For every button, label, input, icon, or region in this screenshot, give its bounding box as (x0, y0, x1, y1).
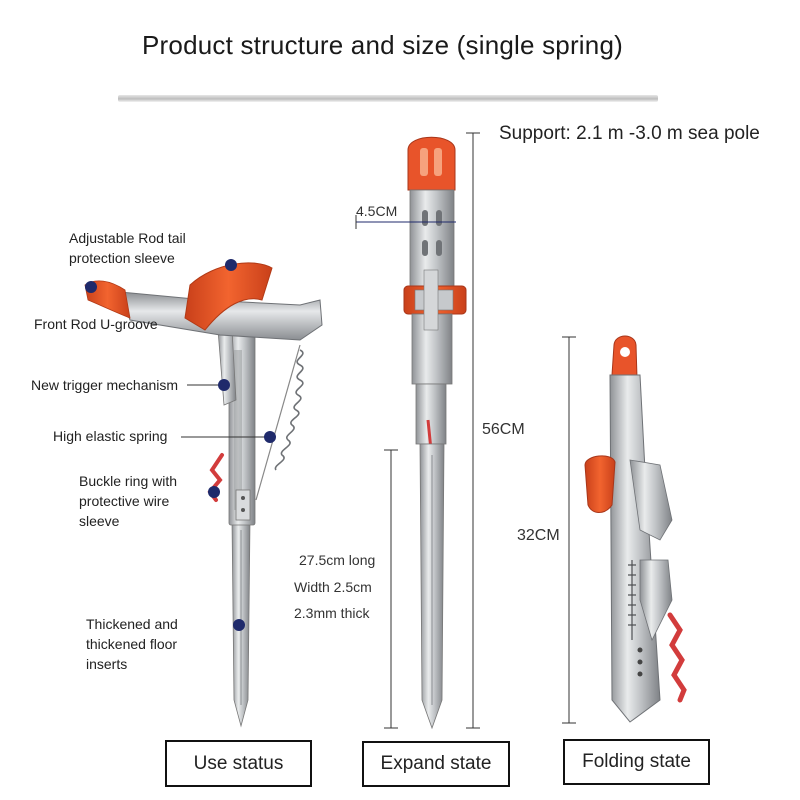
label-folding-state: Folding state (563, 739, 710, 785)
marker-trigger (218, 379, 230, 391)
callout-floor-line1: Thickened and (86, 616, 178, 632)
callout-rod-tail-line2: protection sleeve (69, 250, 175, 266)
callout-floor-line2: thickened floor (86, 636, 178, 652)
dim-stake-length: 27.5cm long (299, 552, 376, 568)
dim-length-folded: 32CM (517, 527, 560, 544)
marker-rod-tail (225, 259, 237, 271)
callout-rod-tail-sleeve: Adjustable Rod tail protection sleeve (69, 228, 186, 268)
dim-width-top: 4.5CM (356, 203, 398, 219)
callout-buckle-line3: sleeve (79, 513, 120, 529)
callout-floor-inserts: Thickened and thickened floor inserts (86, 614, 178, 674)
folding-state-holder (584, 335, 687, 723)
dim-stake-width: Width 2.5cm (294, 579, 372, 595)
title-divider (118, 95, 658, 102)
marker-buckle (208, 486, 220, 498)
dimension-lines-expand (355, 132, 480, 729)
expand-state-holder (403, 136, 467, 730)
label-expand-state: Expand state (362, 741, 510, 787)
support-spec: Support: 2.1 m -3.0 m sea pole (499, 123, 760, 144)
callout-markers (85, 259, 276, 631)
callout-front-groove: Front Rod U-groove (34, 316, 158, 332)
callout-buckle-ring: Buckle ring with protective wire sleeve (79, 471, 177, 531)
callout-buckle-line1: Buckle ring with (79, 473, 178, 489)
dimension-lines-fold (562, 336, 576, 724)
callout-trigger: New trigger mechanism (31, 377, 179, 393)
page-title: Product structure and size (single sprin… (142, 30, 623, 60)
dim-stake-thickness: 2.3mm thick (294, 605, 370, 621)
callout-floor-line3: inserts (86, 656, 128, 672)
marker-floor-insert (233, 619, 245, 631)
dim-length-expanded: 56CM (482, 421, 525, 438)
callout-buckle-line2: protective wire (79, 493, 170, 509)
callout-spring: High elastic spring (53, 428, 168, 444)
label-use-status: Use status (165, 740, 312, 787)
marker-spring (264, 431, 276, 443)
callout-rod-tail-line1: Adjustable Rod tail (69, 230, 186, 246)
marker-front-groove (85, 281, 97, 293)
